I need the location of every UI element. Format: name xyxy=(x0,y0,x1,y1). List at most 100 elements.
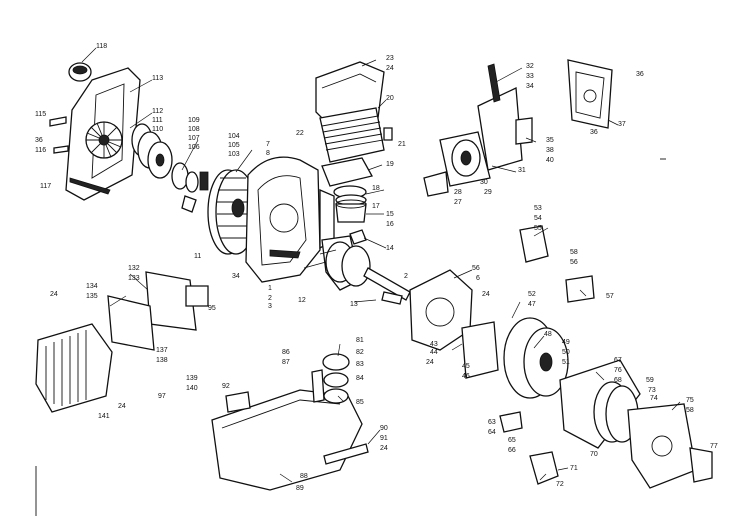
callout-55: 55 xyxy=(534,225,542,232)
callout-52: 52 xyxy=(528,291,536,298)
callout-28: 28 xyxy=(454,189,462,196)
callout-56: 56 xyxy=(472,265,480,272)
callout-24-mid: 24 xyxy=(482,291,490,298)
callout-8: 8 xyxy=(266,150,270,157)
callout-112: 112 xyxy=(152,108,163,115)
callout-57: 57 xyxy=(606,293,614,300)
callout-108: 108 xyxy=(188,126,200,133)
callout-29: 29 xyxy=(484,189,492,196)
callout-30: 30 xyxy=(480,179,488,186)
callout-35: 35 xyxy=(546,137,554,144)
callout-90: 90 xyxy=(380,425,388,432)
callout-111: 111 xyxy=(152,117,163,124)
muffler-assembly xyxy=(35,271,209,413)
callout-22: 22 xyxy=(296,130,304,137)
callout-138: 138 xyxy=(156,357,168,364)
callout-72: 72 xyxy=(556,481,564,488)
callout-68: 68 xyxy=(614,377,622,384)
callout-40: 40 xyxy=(546,157,554,164)
callout-14: 14 xyxy=(386,245,394,252)
callout-116: 116 xyxy=(35,147,46,154)
callout-54: 54 xyxy=(534,215,542,222)
callout-20: 20 xyxy=(386,95,394,102)
fan-housing-assembly xyxy=(49,62,141,201)
recoil-starter-assembly xyxy=(409,225,713,489)
callout-24-left: 24 xyxy=(50,291,58,298)
callout-53: 53 xyxy=(534,205,542,212)
callout-63: 63 xyxy=(488,419,496,426)
callout-56-right: 56 xyxy=(570,259,578,266)
callout-47: 47 xyxy=(528,301,536,308)
callout-110: 110 xyxy=(152,126,163,133)
callout-49: 49 xyxy=(562,339,570,346)
callout-141: 141 xyxy=(98,413,110,420)
callout-109: 109 xyxy=(188,117,200,124)
callout-67: 67 xyxy=(614,357,622,364)
callout-89: 89 xyxy=(296,485,304,492)
callout-33: 33 xyxy=(526,73,534,80)
callout-85: 85 xyxy=(356,399,364,406)
callout-66: 66 xyxy=(508,447,516,454)
callout-51: 51 xyxy=(562,359,570,366)
starter-pulley-stack xyxy=(131,123,209,213)
callout-84: 84 xyxy=(356,375,364,382)
callout-97: 97 xyxy=(158,393,166,400)
callout-18: 18 xyxy=(372,185,380,192)
callout-117: 117 xyxy=(40,183,51,190)
callout-50: 50 xyxy=(562,349,570,356)
callout-43: 43 xyxy=(430,341,438,348)
callout-48: 48 xyxy=(544,331,552,338)
callout-36-lower: 36 xyxy=(590,129,598,136)
callout-labels: 118 113 115 112 111 36 110 116 109 108 1… xyxy=(35,43,718,492)
callout-92: 92 xyxy=(222,383,230,390)
callout-2: 2 xyxy=(268,295,272,302)
callout-65: 65 xyxy=(508,437,516,444)
flywheel xyxy=(207,169,257,255)
scan-marks xyxy=(35,158,666,516)
callout-1: 1 xyxy=(268,285,272,292)
callout-70: 70 xyxy=(590,451,598,458)
callout-140: 140 xyxy=(186,385,198,392)
callout-13: 13 xyxy=(350,301,358,308)
callout-7: 7 xyxy=(266,141,270,148)
callout-59: 59 xyxy=(646,377,654,384)
callout-3: 3 xyxy=(268,303,272,310)
callout-38: 38 xyxy=(546,147,554,154)
callout-34: 34 xyxy=(526,83,534,90)
callout-139: 139 xyxy=(186,375,198,382)
callout-77: 77 xyxy=(710,443,718,450)
callout-45: 45 xyxy=(462,363,470,370)
callout-134: 134 xyxy=(86,283,98,290)
callout-6: 6 xyxy=(476,275,480,282)
callout-64: 64 xyxy=(488,429,496,436)
callout-86: 86 xyxy=(282,349,290,356)
callout-104: 104 xyxy=(228,133,240,140)
callout-32: 32 xyxy=(526,63,534,70)
callout-23: 23 xyxy=(386,55,394,62)
callout-16: 16 xyxy=(386,221,394,228)
crankcase xyxy=(245,156,335,283)
callout-34-left: 34 xyxy=(232,273,240,280)
callout-76: 76 xyxy=(614,367,622,374)
callout-137: 137 xyxy=(156,347,168,354)
callout-37: 37 xyxy=(618,121,626,128)
callout-106: 106 xyxy=(188,144,200,151)
callout-46: 46 xyxy=(462,373,470,380)
callout-103: 103 xyxy=(228,151,240,158)
crankshaft xyxy=(321,235,411,305)
callout-27: 27 xyxy=(454,199,462,206)
callout-31: 31 xyxy=(518,167,526,174)
callout-105: 105 xyxy=(228,142,240,149)
callout-118: 118 xyxy=(96,43,107,50)
fuel-tank xyxy=(211,353,369,491)
callout-12: 12 xyxy=(298,297,306,304)
callout-24: 24 xyxy=(386,65,394,72)
callout-107: 107 xyxy=(188,135,200,142)
callout-58-lower: 58 xyxy=(686,407,694,414)
callout-113: 113 xyxy=(152,75,163,82)
callout-87: 87 xyxy=(282,359,290,366)
callout-17: 17 xyxy=(372,203,380,210)
callout-95: 95 xyxy=(208,305,216,312)
carburetor-assembly xyxy=(423,59,613,197)
